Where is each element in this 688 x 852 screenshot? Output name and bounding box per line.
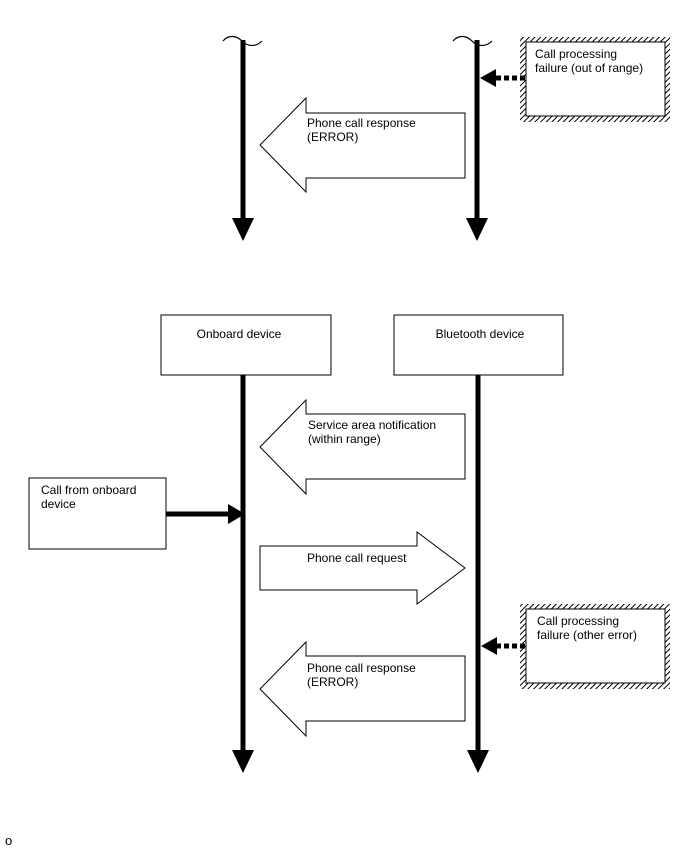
top-error-response-text: Phone call response (ERROR) bbox=[307, 116, 416, 144]
bluetooth-device-label: Bluetooth device bbox=[435, 327, 525, 341]
service-area-text: Service area notification (within range) bbox=[308, 418, 436, 446]
other-error-line2: failure (other error) bbox=[537, 628, 638, 642]
call-from-onboard-text: Call from onboard device bbox=[41, 483, 136, 511]
onboard-device-box bbox=[160, 314, 332, 376]
phone-call-request-arrow-shape bbox=[259, 531, 466, 605]
top-error-response-line1: Phone call response bbox=[307, 116, 416, 130]
top-error-response-line2: (ERROR) bbox=[307, 130, 359, 144]
top-out-of-range-box bbox=[520, 37, 670, 122]
top-dashed-arrow bbox=[480, 69, 525, 87]
service-area-line2: (within range) bbox=[308, 432, 381, 446]
bottom-dashed-arrow bbox=[481, 637, 525, 655]
bluetooth-device-box bbox=[393, 314, 564, 376]
other-error-box-text: Call processing failure (other error) bbox=[537, 614, 637, 642]
top-error-response-arrow-shape bbox=[259, 96, 466, 194]
footer-code: o bbox=[5, 833, 13, 848]
service-area-arrow-shape bbox=[259, 398, 466, 496]
bottom-onboard-lifeline bbox=[232, 375, 254, 773]
call-from-onboard-line1: Call from onboard bbox=[41, 483, 137, 497]
top-onboard-lifeline bbox=[222, 35, 263, 241]
call-solid-arrow bbox=[166, 504, 245, 524]
other-error-line1: Call processing bbox=[537, 614, 620, 628]
call-from-onboard-box bbox=[28, 477, 167, 550]
phone-call-request-text: Phone call request bbox=[307, 551, 407, 565]
service-area-line1: Service area notification bbox=[308, 418, 437, 432]
bottom-error-response-line1: Phone call response bbox=[307, 661, 416, 675]
bottom-error-response-arrow-shape bbox=[259, 640, 466, 738]
call-from-onboard-line2: device bbox=[41, 497, 76, 511]
bottom-other-error-box bbox=[520, 604, 670, 689]
bottom-bluetooth-lifeline bbox=[467, 375, 489, 773]
out-of-range-line1: Call processing bbox=[535, 47, 618, 61]
top-bluetooth-lifeline bbox=[452, 35, 493, 241]
bottom-error-response-text: Phone call response (ERROR) bbox=[307, 661, 416, 689]
out-of-range-box-text: Call processing failure (out of range) bbox=[535, 47, 643, 75]
onboard-device-label: Onboard device bbox=[196, 327, 282, 341]
out-of-range-line2: failure (out of range) bbox=[535, 61, 644, 75]
bottom-error-response-line2: (ERROR) bbox=[307, 675, 359, 689]
